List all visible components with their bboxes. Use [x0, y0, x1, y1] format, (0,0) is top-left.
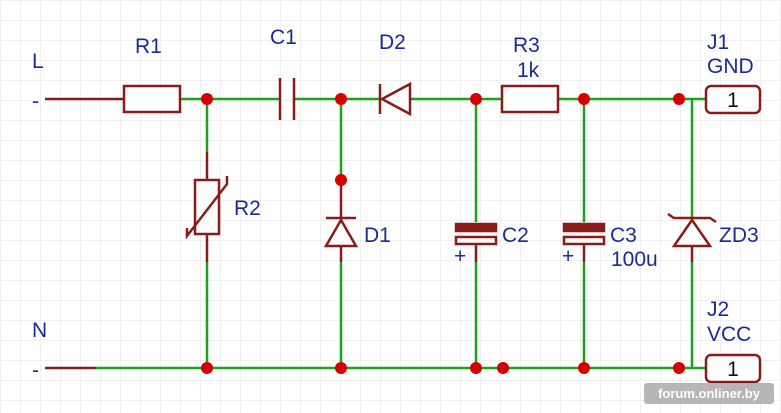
c3-polarity-mark: +	[562, 245, 574, 268]
j2-net-label: VCC	[707, 323, 751, 346]
watermark-text: forum.onliner.by	[658, 386, 761, 401]
watermark: forum.onliner.by	[644, 383, 774, 404]
d1-ref-label: D1	[364, 224, 391, 247]
capacitor-c2-symbol	[454, 222, 498, 262]
junction-dot	[201, 93, 213, 105]
connector-j1-pad	[704, 84, 762, 115]
r1-ref-label: R1	[135, 35, 162, 58]
connector-j1: 1	[704, 84, 762, 115]
junction-dot	[578, 93, 590, 105]
connector-j1-pin: 1	[727, 89, 739, 112]
diode-d2-symbol	[378, 81, 412, 117]
c2-ref-label: C2	[502, 224, 529, 247]
j2-ref-label: J2	[707, 298, 729, 321]
wires	[45, 97, 706, 370]
watermark-background	[644, 383, 774, 404]
connector-j2-pin: 1	[727, 358, 739, 381]
resistor-r1-symbol	[122, 84, 182, 114]
junction-dot	[673, 93, 685, 105]
connector-j2: 1	[704, 353, 762, 384]
j1-net-label: GND	[707, 55, 754, 78]
junctions	[201, 93, 685, 374]
r2-ref-label: R2	[234, 197, 261, 220]
zener-zd3-symbol	[667, 212, 717, 262]
r3-value-label: 1k	[517, 59, 540, 82]
r3-ref-label: R3	[513, 34, 540, 57]
zd3-ref-label: ZD3	[719, 224, 759, 247]
connector-j2-pad	[704, 353, 762, 384]
junction-dot	[497, 362, 509, 374]
d2-ref-label: D2	[379, 31, 406, 54]
varistor-r2-symbol	[185, 152, 229, 262]
junction-dot	[335, 362, 347, 374]
diode-d1-symbol	[323, 180, 359, 262]
c3-value-label: 100u	[611, 248, 658, 271]
junction-dot	[578, 362, 590, 374]
junction-dot	[470, 93, 482, 105]
capacitor-c1-symbol	[278, 78, 296, 120]
c2-polarity-mark: +	[454, 245, 466, 268]
j1-ref-label: J1	[707, 31, 729, 54]
junction-dot	[470, 362, 482, 374]
c1-ref-label: C1	[270, 26, 297, 49]
net-pin-marker-n: -	[32, 359, 39, 382]
c3-ref-label: C3	[610, 224, 637, 247]
net-label-n: N	[32, 319, 47, 342]
junction-dot	[673, 362, 685, 374]
resistor-r3-symbol	[500, 84, 560, 114]
net-pin-marker-l: -	[32, 90, 39, 113]
junction-dot	[335, 174, 347, 186]
net-label-l: L	[32, 50, 44, 73]
capacitor-c3-symbol	[562, 222, 606, 262]
junction-dot	[201, 362, 213, 374]
junction-dot	[335, 93, 347, 105]
